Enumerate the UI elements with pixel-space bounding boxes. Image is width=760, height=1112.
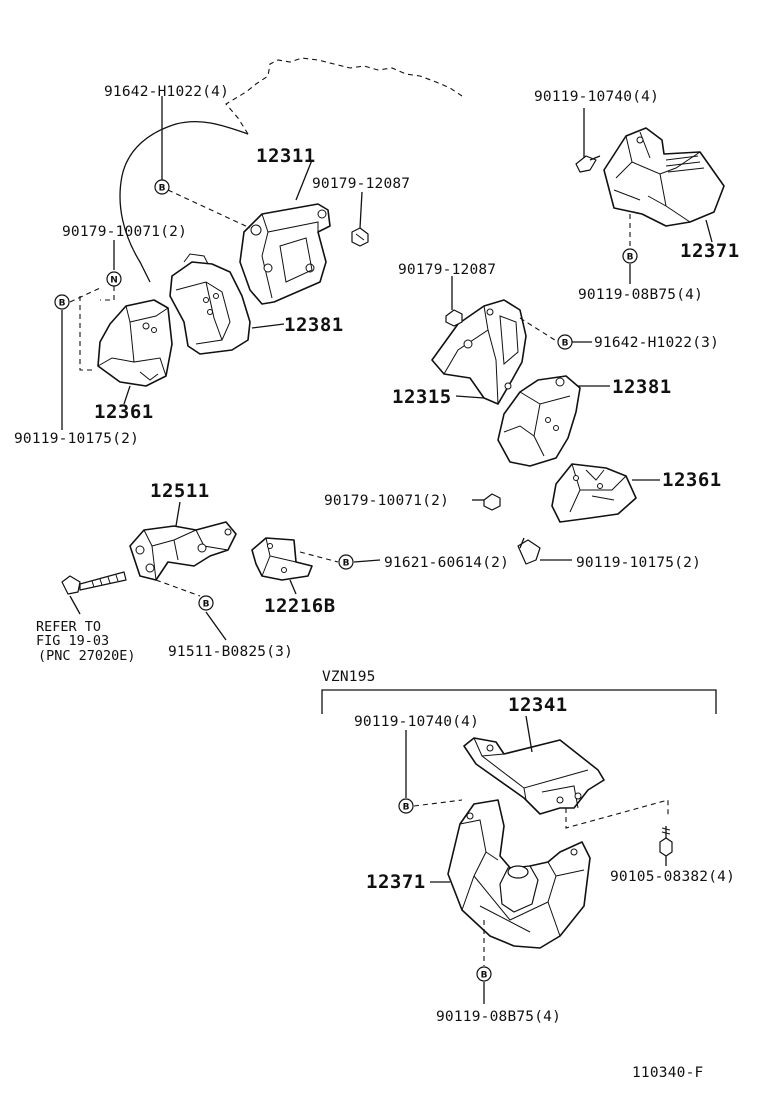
- insulator-12381-left[interactable]: [169, 253, 251, 355]
- nut-90179-12087-right[interactable]: [445, 309, 463, 327]
- svg-text:B: B: [203, 600, 210, 610]
- label-90119-08B75-4-upper: 90119-08B75(4): [578, 287, 703, 303]
- label-90119-10740-4-lower: 90119-10740(4): [354, 714, 479, 730]
- label-90179-10071-2-right: 90179-10071(2): [324, 493, 449, 509]
- svg-text:B: B: [481, 971, 488, 981]
- label-12371-lower: 12371: [366, 871, 426, 893]
- bolt-marker-middle: B: [338, 554, 354, 570]
- label-90105-08382-4: 90105-08382(4): [610, 869, 735, 885]
- mount-12371-upper[interactable]: [603, 127, 725, 227]
- insulator-12381-right[interactable]: [497, 375, 581, 467]
- svg-text:B: B: [562, 339, 569, 349]
- bracket-12311[interactable]: [239, 203, 331, 305]
- leaders-upper-right: [583, 108, 713, 284]
- label-variant-vzn195: VZN195: [322, 669, 376, 685]
- label-91621-60614: 91621-60614(2): [384, 555, 509, 571]
- bracket-12315[interactable]: [431, 299, 527, 405]
- label-90119-10175-2-left: 90119-10175(2): [14, 431, 139, 447]
- bolt-marker-lower-left: B: [198, 595, 214, 611]
- leaders-lower: [405, 715, 669, 1004]
- bolt-90119-10740-upper[interactable]: [575, 155, 601, 173]
- nut-90179-10071-right[interactable]: [483, 493, 501, 511]
- long-bolt[interactable]: [61, 571, 127, 595]
- label-12381-right: 12381: [612, 376, 672, 398]
- bolt-90119-10175-right[interactable]: [517, 537, 541, 565]
- svg-text:B: B: [59, 299, 66, 309]
- label-12511: 12511: [150, 480, 210, 502]
- svg-text:B: B: [159, 184, 166, 194]
- label-refer-fig: FIG 19-03: [36, 633, 109, 649]
- label-91642-H1022-4: 91642-H1022(4): [104, 84, 229, 100]
- label-90179-10071-2-left: 90179-10071(2): [62, 224, 187, 240]
- label-90119-10740-4-upper: 90119-10740(4): [534, 89, 659, 105]
- engine-outline: [119, 57, 463, 283]
- bolt-marker-lower-b: B: [476, 966, 492, 982]
- label-12315: 12315: [392, 386, 452, 408]
- bracket-12216B[interactable]: [251, 537, 313, 581]
- label-90179-12087-right: 90179-12087: [398, 262, 496, 278]
- label-12381-left: 12381: [284, 314, 344, 336]
- label-12361-left: 12361: [94, 401, 154, 423]
- svg-text:B: B: [403, 803, 410, 813]
- nut-marker-upper: N: [106, 271, 122, 287]
- bolt-marker-upper-right: B: [622, 248, 638, 264]
- bracket-12341[interactable]: [463, 737, 605, 815]
- label-91511-B0825-3: 91511-B0825(3): [168, 644, 293, 660]
- figure-code: 110340-F: [632, 1065, 703, 1081]
- bolt-marker-lower-a: B: [398, 798, 414, 814]
- stud-90105-08382[interactable]: [659, 826, 673, 857]
- leaders-upper-left: [61, 96, 363, 430]
- label-91642-H1022-3: 91642-H1022(3): [594, 335, 719, 351]
- label-12361-right: 12361: [662, 469, 722, 491]
- label-refer-to: REFER TO: [36, 619, 101, 635]
- label-refer-pnc: (PNC 27020E): [38, 648, 136, 664]
- bolt-marker-middle-right: B: [557, 334, 573, 350]
- svg-text:B: B: [343, 559, 350, 569]
- label-90119-08B75-4-lower: 90119-08B75(4): [436, 1009, 561, 1025]
- leaders-middle-right: [299, 276, 660, 563]
- variant-bracket-line: [321, 689, 717, 714]
- label-12371-upper: 12371: [680, 240, 740, 262]
- bolt-marker-upper-b: B: [54, 294, 70, 310]
- mount-12371-lower[interactable]: [447, 799, 591, 949]
- leaders-lower-left: [69, 501, 297, 641]
- svg-text:B: B: [627, 253, 634, 263]
- insulator-12361-right[interactable]: [551, 463, 637, 523]
- nut-90179-12087-left[interactable]: [351, 227, 369, 247]
- label-12341: 12341: [508, 694, 568, 716]
- svg-text:N: N: [110, 276, 118, 286]
- bracket-12511[interactable]: [129, 521, 237, 581]
- label-12216B: 12216B: [264, 595, 336, 617]
- label-90119-10175-2-right: 90119-10175(2): [576, 555, 701, 571]
- label-90179-12087-left: 90179-12087: [312, 176, 410, 192]
- label-12311: 12311: [256, 145, 316, 167]
- bolt-marker-upper-a: B: [154, 179, 170, 195]
- insulator-12361-left[interactable]: [97, 299, 173, 387]
